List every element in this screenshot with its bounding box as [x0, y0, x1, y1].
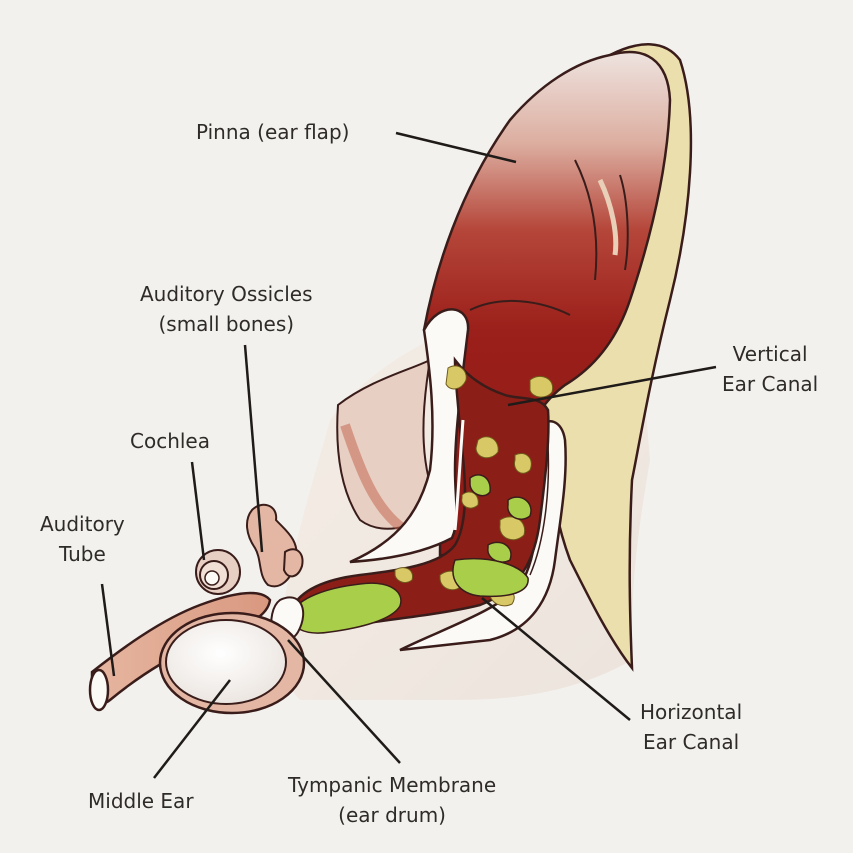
- leader-line-tympanic: [287, 639, 401, 764]
- canal-wall-cartilage: [349, 308, 470, 564]
- label-tympanic-line2: (ear drum): [338, 803, 446, 827]
- ear-wax-deposits: [394, 365, 554, 607]
- pinna-fold-line: [574, 159, 598, 281]
- leader-lines: [100, 131, 717, 779]
- canal-wall-cartilage: [399, 420, 567, 652]
- label-horizontal-line2: Ear Canal: [642, 730, 740, 754]
- middle-ear: [165, 619, 287, 705]
- auditory-ossicles: [246, 503, 304, 588]
- skull-tissue: [340, 423, 408, 535]
- leader-line-horizontal: [481, 597, 631, 721]
- label-tube-line2: Tube: [58, 542, 106, 566]
- leader-line-tube: [100, 583, 116, 677]
- label-ossicles-line1: Auditory Ossicles: [140, 282, 313, 306]
- leader-line-pinna: [395, 131, 517, 164]
- label-tube-line1: Auditory: [40, 512, 125, 536]
- leader-line-vertical: [507, 365, 717, 407]
- label-ossicles-line2: (small bones): [158, 312, 295, 336]
- canal-highlight: [453, 419, 465, 531]
- pinna-fold-line: [597, 178, 619, 256]
- label-cochlea-text: Cochlea: [130, 429, 210, 453]
- auditory-tube-opening: [88, 668, 110, 712]
- label-vertical-ear-canal: Vertical Ear Canal: [722, 339, 818, 399]
- pinna-fold-line: [469, 300, 571, 316]
- label-tympanic-line1: Tympanic Membrane: [288, 773, 497, 797]
- label-middle-ear-text: Middle Ear: [88, 789, 194, 813]
- label-pinna-text: Pinna (ear flap): [196, 120, 350, 144]
- leader-line-ossicles: [243, 344, 264, 553]
- label-tympanic-membrane: Tympanic Membrane (ear drum): [288, 770, 496, 830]
- cochlea: [195, 549, 241, 595]
- label-vertical-line1: Vertical: [732, 342, 808, 366]
- canal-highlight: [529, 444, 550, 576]
- label-horizontal-ear-canal: Horizontal Ear Canal: [640, 697, 742, 757]
- label-auditory-ossicles: Auditory Ossicles (small bones): [140, 279, 313, 339]
- pinna-fold-line: [619, 174, 629, 271]
- label-middle-ear: Middle Ear: [88, 786, 194, 816]
- label-cochlea: Cochlea: [130, 426, 210, 456]
- canal-debris: [290, 474, 532, 634]
- leader-line-cochlea: [190, 461, 206, 561]
- leader-line-middle: [153, 679, 231, 779]
- label-vertical-line2: Ear Canal: [722, 372, 819, 396]
- label-auditory-tube: Auditory Tube: [40, 509, 125, 569]
- label-pinna: Pinna (ear flap): [196, 117, 349, 147]
- label-horizontal-line1: Horizontal: [640, 700, 743, 724]
